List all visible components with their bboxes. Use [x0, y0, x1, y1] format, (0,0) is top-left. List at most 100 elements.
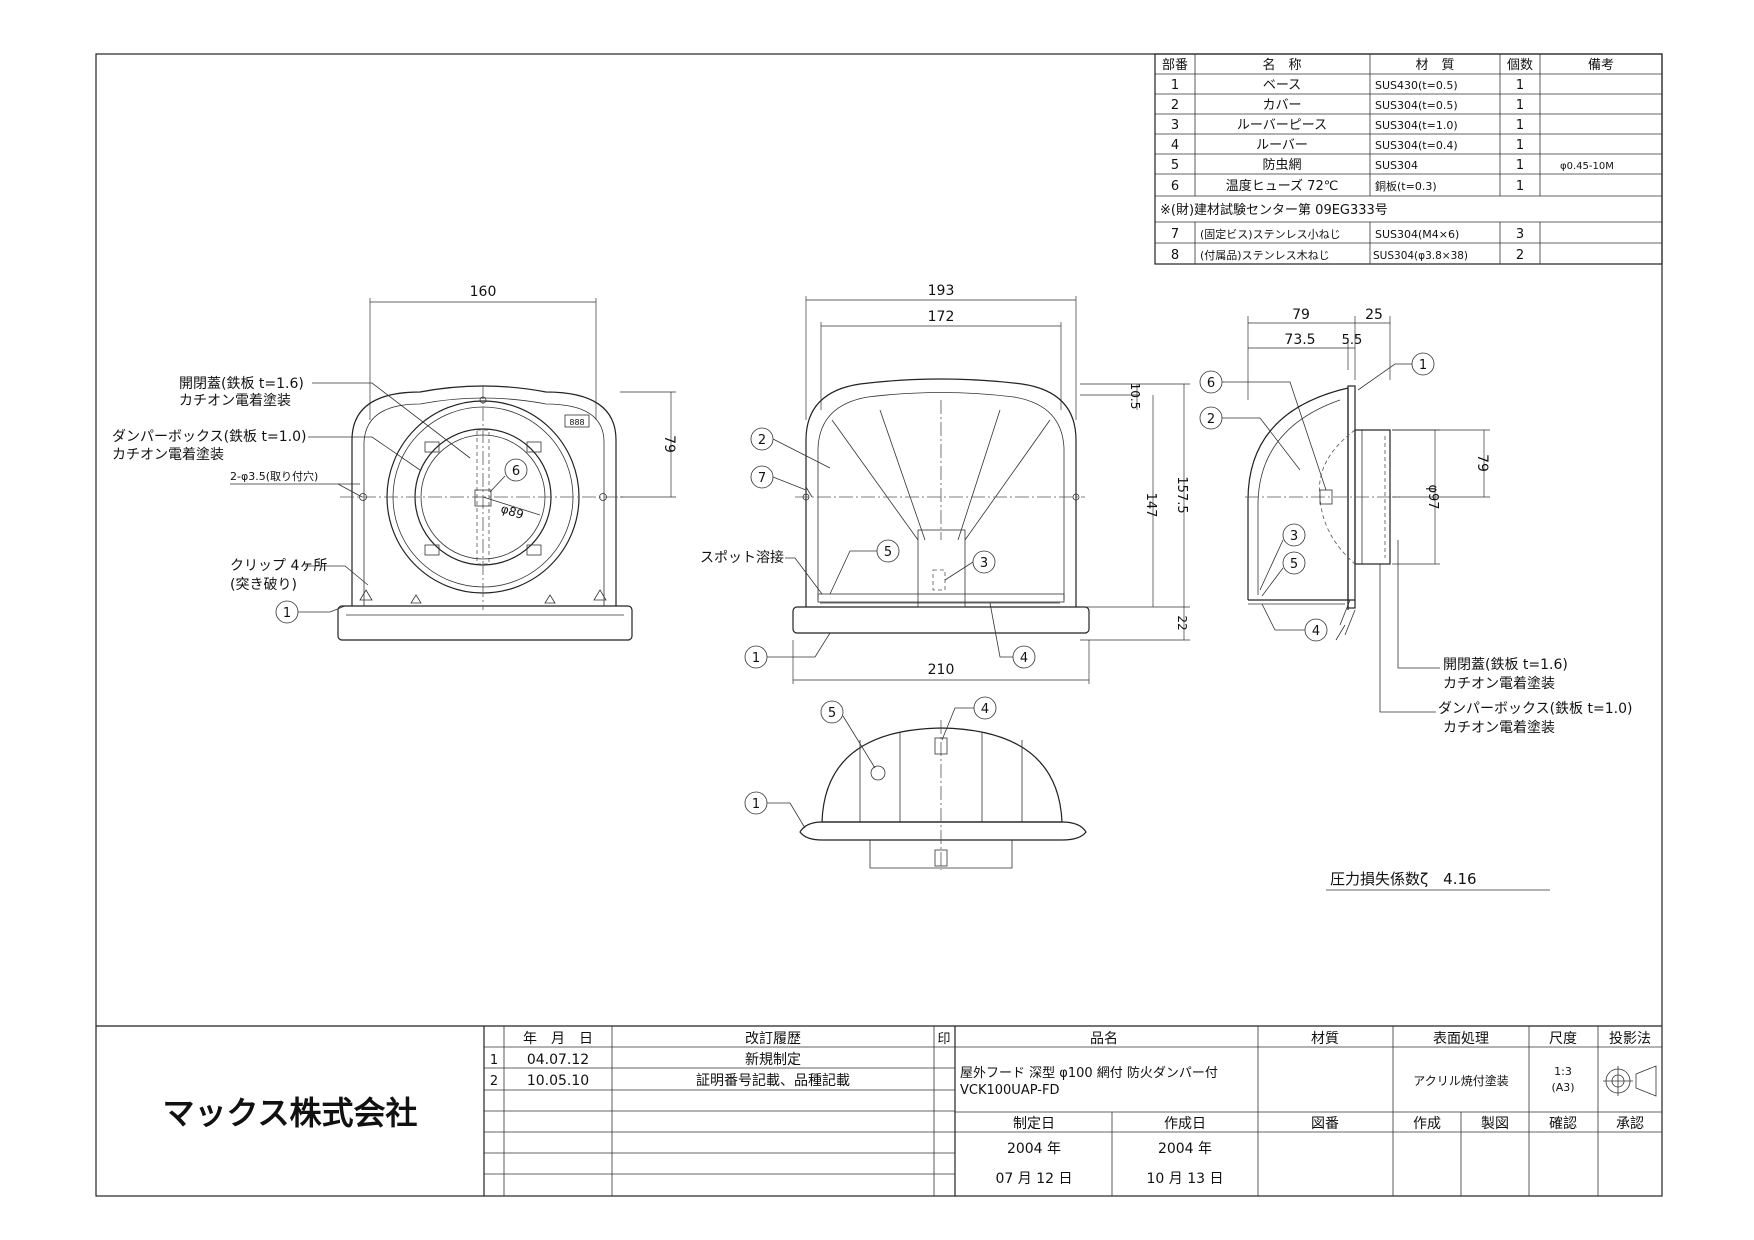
part-material: SUS430(t=0.5) — [1375, 79, 1458, 92]
svg-text:888: 888 — [569, 418, 584, 427]
part-name: 温度ヒューズ 72℃ — [1226, 178, 1339, 194]
part-no: 8 — [1171, 248, 1179, 263]
dim-79-top: 79 — [1292, 307, 1310, 323]
part-no: 2 — [1171, 98, 1179, 113]
balloon-5-side: 5 — [884, 545, 892, 560]
parts-header-name: 名 称 — [1262, 57, 1301, 73]
sheet-border — [95, 53, 1663, 1197]
front-label-holes: 2-φ3.5(取り付穴) — [230, 469, 318, 483]
rev-header-date: 年 月 日 — [523, 1031, 593, 1047]
company-name: マックス株式会社 — [162, 1094, 417, 1132]
balloon-4-bottom: 4 — [981, 702, 989, 717]
part-no: 6 — [1171, 179, 1179, 194]
dim-210: 210 — [928, 662, 955, 678]
rev-date: 04.07.12 — [527, 1052, 589, 1068]
approve-header: 承認 — [1616, 1116, 1644, 1132]
balloon-7-side: 7 — [758, 471, 766, 486]
date-made-year: 2004 年 — [1007, 1141, 1061, 1157]
material-header: 材質 — [1311, 1031, 1339, 1047]
balloon-3-side: 3 — [980, 556, 988, 571]
balloon-2-right: 2 — [1207, 412, 1215, 427]
part-qty: 1 — [1516, 138, 1524, 153]
part-material: SUS304(t=0.4) — [1375, 139, 1458, 152]
product-code: VCK100UAP-FD — [960, 1083, 1059, 1098]
rev-text: 証明番号記載、品種記載 — [696, 1072, 850, 1089]
scale-value: 1:3 — [1554, 1065, 1572, 1078]
third-angle-projection-icon — [1603, 1065, 1657, 1097]
dim-phi89: φ89 — [499, 502, 525, 522]
dim-160: 160 — [470, 284, 497, 300]
dim-22: 22 — [1175, 615, 1189, 630]
front-label-clip-punch: (突き破り) — [230, 577, 297, 593]
part-no: 4 — [1171, 138, 1179, 153]
dim-79-front: 79 — [661, 435, 677, 453]
part-no: 7 — [1171, 227, 1179, 242]
part-name: 防虫網 — [1262, 157, 1301, 173]
part-qty: 1 — [1516, 179, 1524, 194]
balloon-3-right: 3 — [1290, 529, 1298, 544]
right-label-lid-coating: カチオン電着塗装 — [1443, 675, 1555, 692]
surface-value: アクリル焼付塗装 — [1413, 1073, 1508, 1088]
surface-header: 表面処理 — [1433, 1031, 1489, 1047]
dim-172: 172 — [928, 309, 955, 325]
part-no: 1 — [1171, 78, 1179, 93]
part-name: カバー — [1262, 98, 1301, 113]
balloon-2-side: 2 — [758, 433, 766, 448]
dim-73-5: 73.5 — [1284, 332, 1315, 348]
date-made-month-day: 07 月 12 日 — [996, 1171, 1073, 1187]
balloon-1-side: 1 — [752, 651, 760, 666]
dim-79-right: 79 — [1474, 454, 1490, 472]
part-name: (付属品)ステンレス木ねじ — [1200, 249, 1330, 262]
part-qty: 1 — [1516, 98, 1524, 113]
pressure-loss-coefficient: 圧力損失係数ζ 4.16 — [1330, 870, 1477, 888]
front-label-clip: クリップ 4ヶ所 — [230, 558, 327, 574]
part-material: SUS304(M4×6) — [1375, 228, 1459, 241]
part-no: 5 — [1171, 158, 1179, 173]
rev-header-history: 改訂履歴 — [745, 1031, 801, 1047]
dim-10-5: 10.5 — [1128, 383, 1142, 410]
dim-25: 25 — [1365, 307, 1383, 323]
rev-no: 1 — [490, 1053, 498, 1068]
part-qty: 1 — [1516, 78, 1524, 93]
label-spot-weld: スポット溶接 — [700, 549, 784, 566]
right-label-damper-coating: カチオン電着塗装 — [1443, 719, 1555, 736]
part-qty: 3 — [1516, 227, 1524, 242]
product-header: 品名 — [1090, 1031, 1118, 1047]
balloon-1-front: 1 — [283, 606, 291, 621]
projection-header: 投影法 — [1609, 1031, 1651, 1047]
part-name: ルーバー — [1256, 138, 1308, 153]
bottom-view: 5 4 1 — [744, 696, 1087, 870]
author-header: 作成 — [1413, 1116, 1441, 1132]
front-view: 160 888 φ89 — [112, 284, 677, 641]
part-qty: 2 — [1516, 248, 1524, 263]
dim-5-5: 5.5 — [1342, 333, 1363, 348]
date-created-month-day: 10 月 13 日 — [1147, 1171, 1224, 1187]
product-name: 屋外フード 深型 φ100 網付 防火ダンパー付 — [960, 1065, 1218, 1081]
front-label-damper-box: ダンパーボックス(鉄板 t=1.0) — [112, 429, 306, 445]
part-name: (固定ビス)ステンレス小ねじ — [1200, 227, 1341, 241]
check-header: 確認 — [1549, 1116, 1577, 1132]
parts-table: 部番 名 称 材 質 個数 備考 1 ベース SUS430(t=0.5) 1 2… — [1154, 53, 1663, 265]
right-label-lid: 開閉蓋(鉄板 t=1.6) — [1443, 657, 1568, 673]
title-block: マックス株式会社 年 月 日 改訂履歴 印 1 04.07.12 新規制定 2 … — [96, 1025, 1662, 1196]
dim-157-5: 157.5 — [1174, 476, 1189, 513]
part-material: SUS304 — [1375, 159, 1418, 172]
part-qty: 1 — [1516, 118, 1524, 133]
part-no: 3 — [1171, 118, 1179, 133]
rev-date: 10.05.10 — [527, 1073, 589, 1089]
dim-147: 147 — [1143, 493, 1158, 518]
drawing-no-header: 図番 — [1311, 1116, 1339, 1132]
front-label-lid: 開閉蓋(鉄板 t=1.6) — [179, 376, 304, 392]
drafting-header: 製図 — [1481, 1116, 1509, 1132]
right-label-damper-box: ダンパーボックス(鉄板 t=1.0) — [1438, 701, 1632, 717]
part-material: SUS304(φ3.8×38) — [1373, 250, 1468, 262]
parts-header-qty: 個数 — [1507, 58, 1533, 73]
part-name: ベース — [1263, 78, 1301, 93]
part-name: ルーバーピース — [1237, 118, 1327, 133]
parts-header-material: 材 質 — [1415, 58, 1454, 73]
front-label-damper-coating: カチオン電着塗装 — [112, 446, 224, 463]
balloon-6-right: 6 — [1207, 376, 1215, 391]
parts-header-no: 部番 — [1162, 58, 1188, 73]
